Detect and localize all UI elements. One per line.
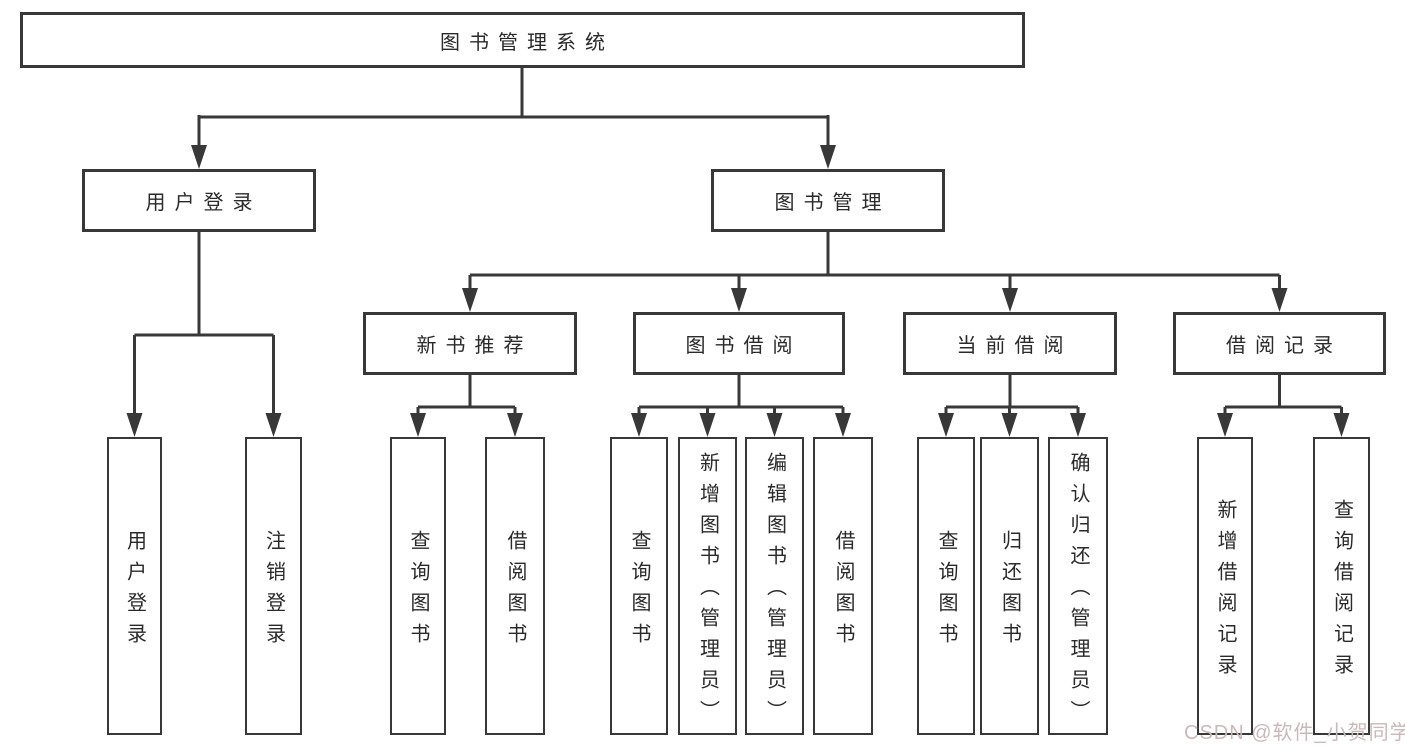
node-label: 确认归还（管理员） [1067, 452, 1089, 731]
node-label: 新增图书（管理员） [696, 452, 719, 731]
node-user-login: 用户登录 [82, 169, 316, 232]
leaf-add-borrow-record: 新增借阅记录 [1197, 437, 1253, 735]
leaf-confirm-return-admin: 确认归还（管理员） [1048, 437, 1108, 735]
node-book-management: 图书管理 [711, 169, 945, 232]
node-label: 当前借阅 [956, 335, 1073, 357]
leaf-edit-books-admin: 编辑图书（管理员） [745, 437, 804, 735]
node-label: 查询图书 [628, 529, 650, 654]
leaf-query-books-recommend: 查询图书 [390, 437, 446, 735]
node-label: 查询图书 [407, 529, 429, 654]
node-label: 新增借阅记录 [1214, 498, 1236, 685]
node-root-system: 图书管理系统 [20, 12, 1025, 68]
leaf-logout: 注销登录 [245, 437, 302, 735]
node-label: 归还图书 [998, 529, 1021, 654]
leaf-return-books: 归还图书 [980, 437, 1039, 735]
leaf-borrow-books-recommend: 借阅图书 [485, 437, 545, 735]
node-label: 查询图书 [935, 529, 957, 654]
leaf-query-books-borrow: 查询图书 [610, 437, 668, 735]
node-label: 借阅图书 [832, 529, 854, 654]
node-label: 借阅记录 [1226, 335, 1342, 357]
node-label: 编辑图书（管理员） [763, 452, 786, 731]
leaf-add-books-admin: 新增图书（管理员） [678, 437, 737, 735]
leaf-user-login: 用户登录 [107, 437, 162, 735]
leaf-query-books-current: 查询图书 [917, 437, 975, 735]
node-label: 借阅图书 [504, 529, 526, 654]
node-current-borrowing: 当前借阅 [903, 312, 1117, 375]
arrowhead-icons [126, 145, 1350, 437]
leaf-query-borrow-record: 查询借阅记录 [1313, 437, 1370, 735]
node-label: 用户登录 [123, 529, 146, 654]
node-label: 新书推荐 [416, 335, 533, 357]
node-label: 图书管理系统 [440, 31, 614, 54]
node-label: 图书管理 [774, 192, 891, 214]
node-book-borrowing: 图书借阅 [633, 312, 845, 375]
csdn-watermark: CSDN @软件_小贺同学 [1184, 722, 1405, 744]
node-label: 查询借阅记录 [1330, 498, 1353, 685]
node-label: 注销登录 [262, 529, 285, 654]
leaf-borrow-books: 借阅图书 [813, 437, 873, 735]
node-label: 图书借阅 [685, 335, 802, 357]
node-new-book-recommend: 新书推荐 [363, 312, 577, 375]
node-label: 用户登录 [145, 192, 262, 214]
node-borrowing-records: 借阅记录 [1173, 312, 1386, 375]
